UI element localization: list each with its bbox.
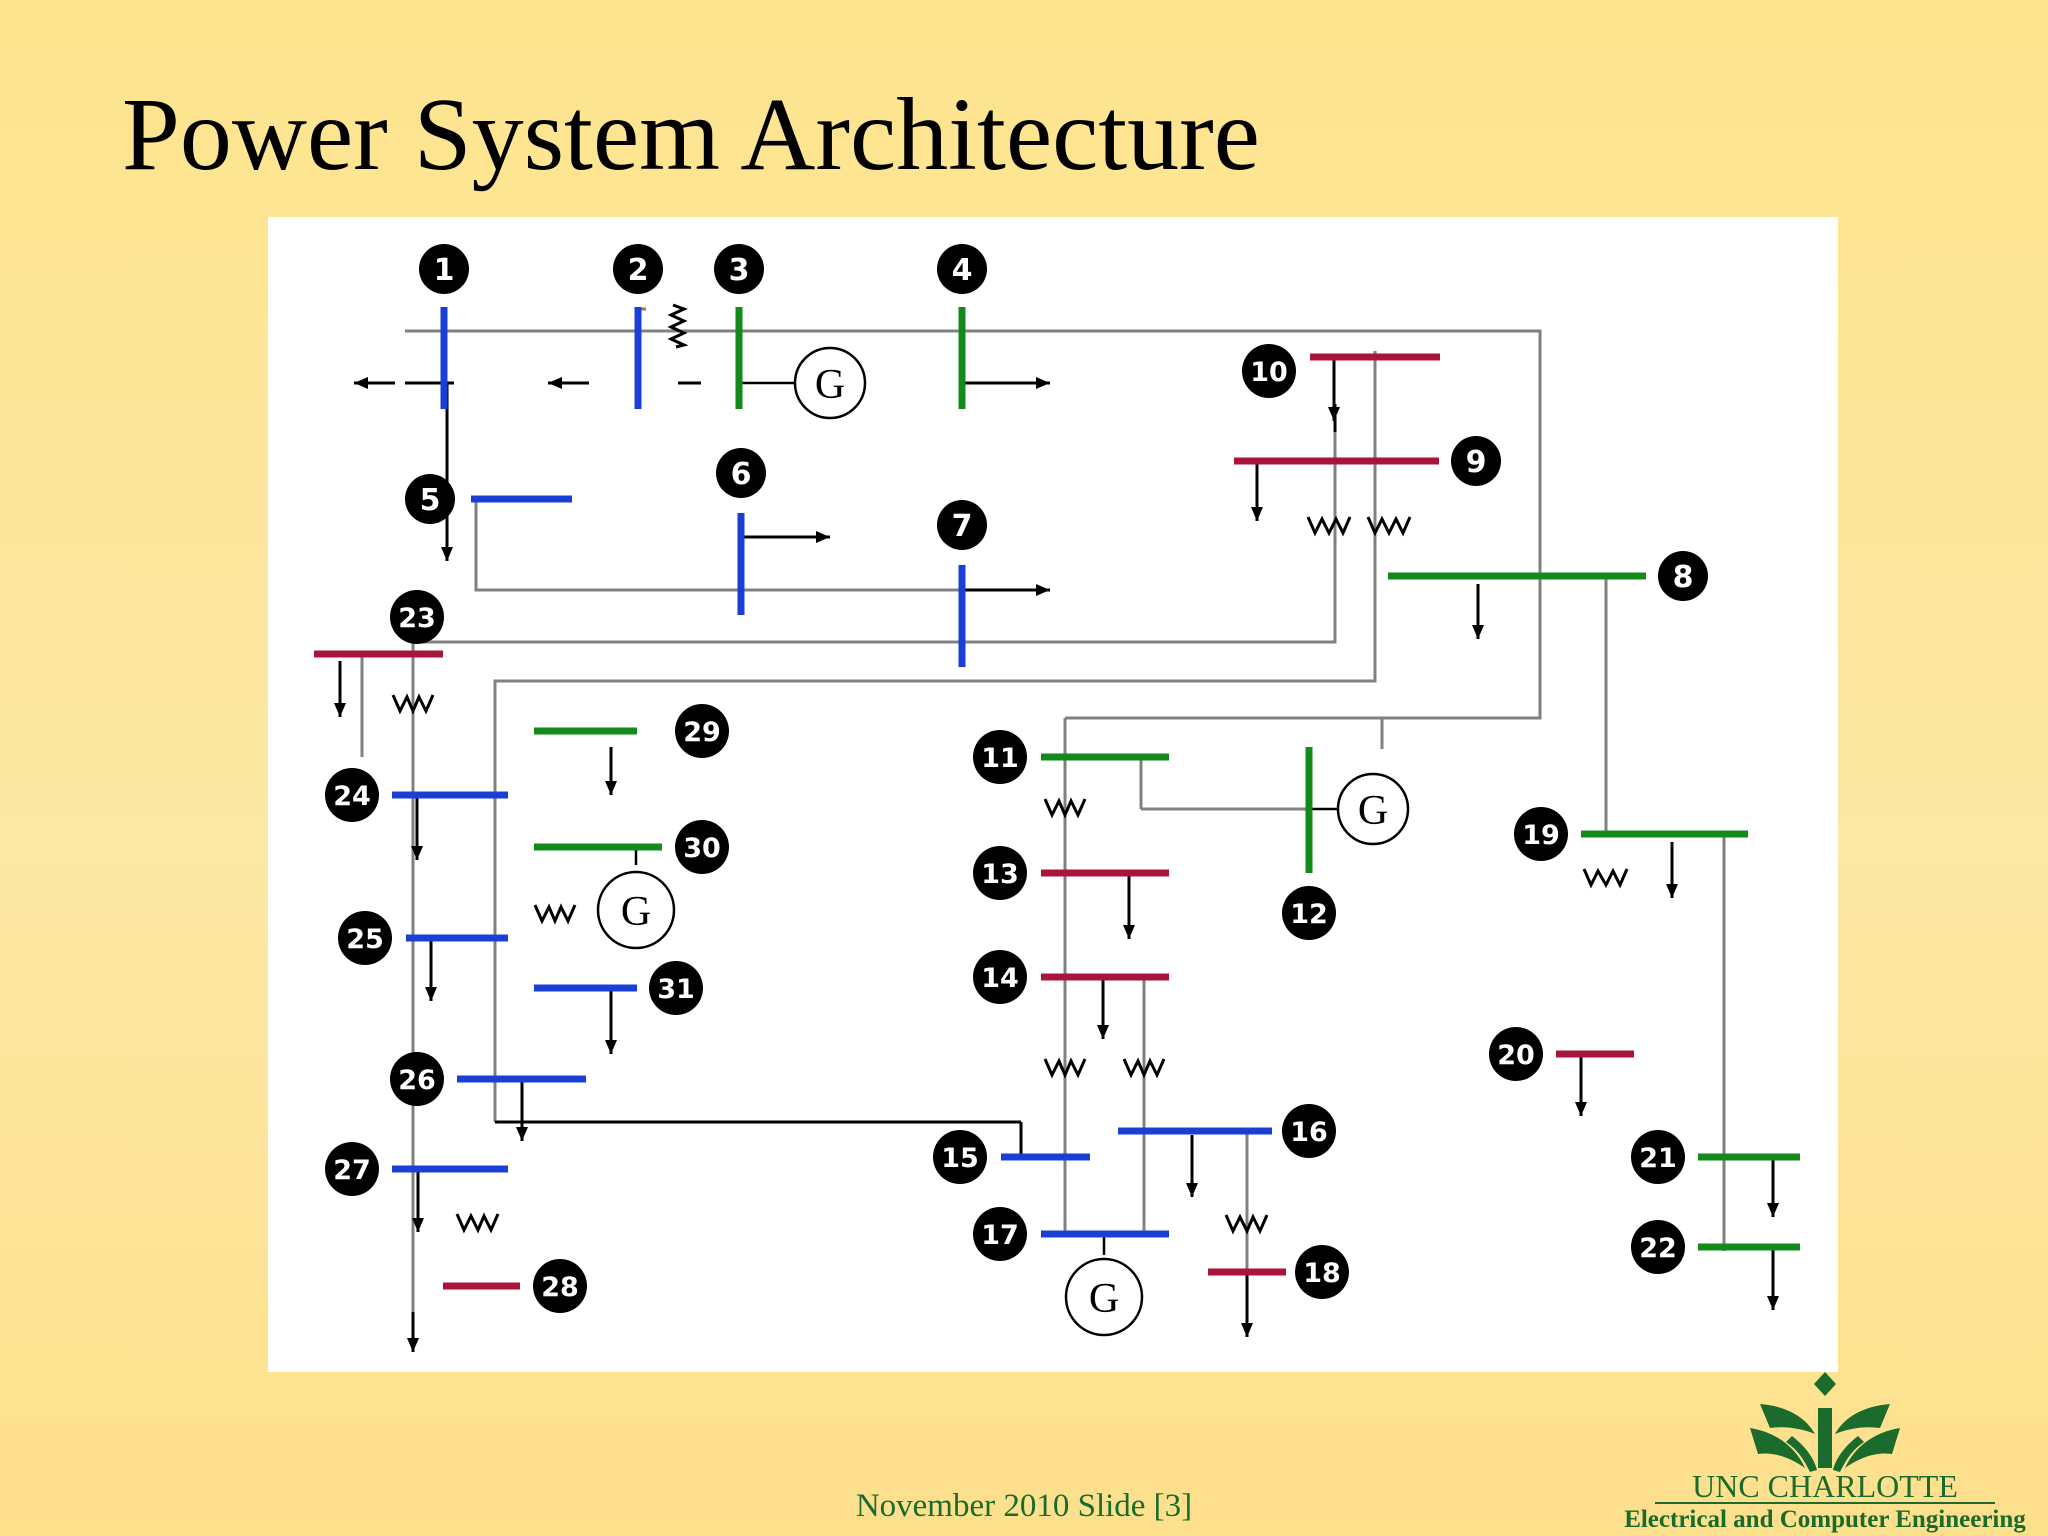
bus-label-20: 20	[1497, 1040, 1535, 1071]
slide-footer: November 2010 Slide [3]	[855, 1488, 1193, 1524]
bus-label-19: 19	[1522, 820, 1560, 851]
power-system-diagram: G G G G	[268, 217, 1838, 1372]
bus-label-11: 11	[981, 743, 1019, 774]
bus-label-3: 3	[729, 253, 750, 288]
bus-label-8: 8	[1673, 560, 1694, 595]
bus-label-5: 5	[420, 483, 441, 518]
generator-bus-12-icon	[1336, 772, 1410, 846]
bus-label-14: 14	[981, 963, 1019, 994]
slide-title: Power System Architecture	[122, 77, 1260, 192]
bus-label-22: 22	[1639, 1233, 1677, 1264]
buses	[314, 307, 1800, 1290]
wires	[405, 381, 1337, 1157]
bus-label-27: 27	[333, 1155, 371, 1186]
bus-label-18: 18	[1303, 1258, 1341, 1289]
bus-label-7: 7	[952, 509, 973, 544]
bus-label-1: 1	[434, 253, 455, 288]
bus-label-16: 16	[1290, 1117, 1328, 1148]
bus-labels: 1 2 3 4 5 6 7 8 9 10 11 12 13 14 15 16 1…	[325, 244, 1708, 1313]
bus-label-2: 2	[628, 253, 649, 288]
bus-label-12: 12	[1290, 899, 1328, 930]
bus-label-28: 28	[541, 1272, 579, 1303]
generator-label: G	[1089, 1276, 1119, 1322]
generator-label: G	[815, 362, 845, 408]
logo-rule	[1655, 1502, 1995, 1504]
generator-bus-17-icon	[1064, 1257, 1144, 1337]
bus-label-10: 10	[1250, 357, 1288, 388]
bus-label-25: 25	[346, 924, 384, 955]
generator-bus-30-icon	[596, 870, 676, 950]
bus-label-4: 4	[952, 253, 973, 288]
bus-label-26: 26	[398, 1065, 436, 1096]
bus-label-6: 6	[731, 457, 752, 492]
bus-label-30: 30	[683, 833, 721, 864]
bus-label-24: 24	[333, 781, 371, 812]
bus-label-17: 17	[981, 1220, 1019, 1251]
load-arrows	[334, 357, 1779, 1352]
generator-bus-3-icon	[793, 346, 867, 420]
generators	[596, 346, 1410, 1337]
unc-charlotte-logo-icon	[1750, 1372, 1900, 1472]
bus-label-31: 31	[657, 974, 695, 1005]
logo-department: Electrical and Computer Engineering	[1624, 1506, 2026, 1533]
generator-label: G	[621, 889, 651, 935]
bus-label-29: 29	[683, 717, 721, 748]
bus-label-23: 23	[398, 603, 436, 634]
transformer-symbols	[391, 303, 1629, 1235]
bus-label-15: 15	[941, 1143, 979, 1174]
transmission-lines	[360, 307, 1726, 1312]
logo-name: UNC CHARLOTTE	[1692, 1468, 1958, 1504]
bus-label-21: 21	[1639, 1143, 1677, 1174]
bus-label-9: 9	[1466, 445, 1487, 480]
generator-label: G	[1358, 788, 1388, 834]
bus-label-13: 13	[981, 859, 1019, 890]
